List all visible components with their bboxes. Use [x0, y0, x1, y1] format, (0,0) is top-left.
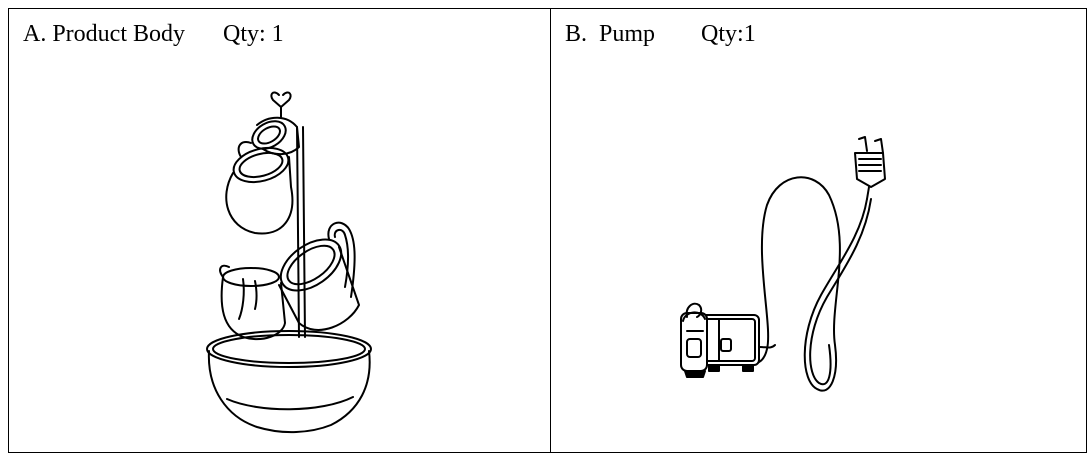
- part-label-row: A. Product Body Qty: 1: [23, 21, 284, 48]
- part-name: A. Product Body: [23, 21, 185, 47]
- part-cell-product-body: A. Product Body Qty: 1: [9, 9, 550, 452]
- part-cell-pump: B. Pump Qty:1: [550, 9, 1086, 452]
- part-quantity: Qty:1: [701, 21, 756, 47]
- part-quantity: Qty: 1: [223, 21, 284, 47]
- pump-illustration-icon: [679, 135, 909, 395]
- part-name: B. Pump: [565, 21, 656, 47]
- parts-table: A. Product Body Qty: 1: [8, 8, 1087, 453]
- fountain-illustration-icon: [199, 87, 379, 443]
- part-label-row: B. Pump Qty:1: [565, 21, 756, 48]
